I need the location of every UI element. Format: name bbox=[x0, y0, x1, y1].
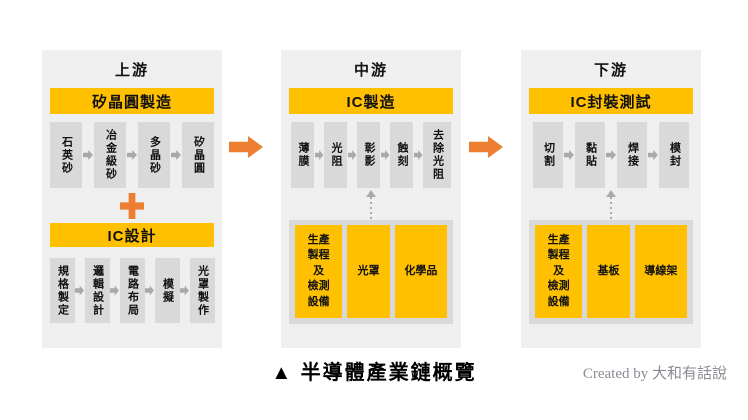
supply-equipment: 生產 製程 及 檢測 設備 bbox=[535, 225, 583, 318]
flow-arrow-icon bbox=[314, 150, 324, 160]
supply-leadframe: 導線架 bbox=[634, 225, 687, 318]
supply-container-midstream: 生產 製程 及 檢測 設備 光罩 化學品 bbox=[289, 220, 453, 324]
supply-chemicals: 化學品 bbox=[394, 225, 447, 318]
flow-arrow-icon bbox=[75, 285, 84, 296]
step-thin-film: 薄膜 bbox=[291, 122, 314, 188]
plus-icon bbox=[120, 193, 144, 219]
panel-upstream: 上游 矽晶圓製造 石英砂 冶金級砂 多晶砂 矽晶圓 IC設計 規格製定 邏輯設計… bbox=[42, 50, 222, 348]
credit-text: Created by 大和有話說 bbox=[582, 366, 727, 382]
step-etch: 蝕刻 bbox=[390, 122, 413, 188]
dotted-arrow-line bbox=[370, 197, 372, 220]
flow-arrow-icon bbox=[83, 150, 93, 160]
flow-arrow-icon bbox=[380, 150, 390, 160]
diagram-caption: ▲ 半導體產業鏈概覽 bbox=[271, 362, 477, 384]
flow-ic-manufacturing: 薄膜 光阻 彰影 蝕刻 去除光阻 bbox=[286, 122, 456, 188]
step-metallurgical-grade-silicon: 冶金級砂 bbox=[94, 122, 126, 188]
banner-ic-manufacturing: IC製造 bbox=[289, 88, 453, 114]
panel-midstream: 中游 IC製造 薄膜 光阻 彰影 蝕刻 去除光阻 生產 製程 及 檢測 設備 光… bbox=[281, 50, 461, 348]
flow-arrow-icon bbox=[564, 150, 574, 160]
step-spec-definition: 規格製定 bbox=[49, 258, 75, 323]
step-circuit-layout: 電路布局 bbox=[119, 258, 145, 323]
dotted-arrow-head bbox=[366, 190, 376, 197]
step-polysilicon: 多晶砂 bbox=[138, 122, 170, 188]
flow-ic-packaging: 切割 黏貼 焊接 模封 bbox=[526, 122, 696, 188]
banner-ic-design: IC設計 bbox=[50, 223, 214, 247]
panel-title-downstream: 下游 bbox=[593, 62, 628, 79]
flow-arrow-icon bbox=[413, 150, 423, 160]
step-quartz-sand: 石英砂 bbox=[50, 122, 82, 188]
step-photomask-production: 光罩製作 bbox=[189, 258, 215, 323]
stage-arrow-icon bbox=[229, 136, 263, 158]
step-silicon-wafer: 矽晶圓 bbox=[182, 122, 214, 188]
step-develop: 彰影 bbox=[357, 122, 380, 188]
banner-ic-packaging-testing: IC封裝測試 bbox=[529, 88, 693, 114]
panel-downstream: 下游 IC封裝測試 切割 黏貼 焊接 模封 生產 製程 及 檢測 設備 基板 導… bbox=[521, 50, 701, 348]
step-logic-design: 邏輯設計 bbox=[84, 258, 110, 323]
stage-arrow-icon bbox=[469, 136, 503, 158]
step-die-attach: 黏貼 bbox=[575, 122, 605, 188]
step-photoresist: 光阻 bbox=[324, 122, 347, 188]
step-strip-photoresist: 去除光阻 bbox=[423, 122, 451, 188]
flow-ic-design: 規格製定 邏輯設計 電路布局 模擬 光罩製作 bbox=[47, 258, 217, 323]
panel-title-midstream: 中游 bbox=[353, 62, 388, 79]
dotted-arrow-line bbox=[610, 197, 612, 220]
flow-arrow-icon bbox=[648, 150, 658, 160]
supply-container-downstream: 生產 製程 及 檢測 設備 基板 導線架 bbox=[529, 220, 693, 324]
supply-photomask: 光罩 bbox=[347, 225, 390, 318]
supply-equipment: 生產 製程 及 檢測 設備 bbox=[295, 225, 343, 318]
flow-arrow-icon bbox=[171, 150, 181, 160]
banner-silicon-wafer-manufacturing: 矽晶圓製造 bbox=[50, 88, 214, 114]
flow-arrow-icon bbox=[606, 150, 616, 160]
dotted-up-arrow-icon bbox=[366, 190, 376, 220]
step-simulation: 模擬 bbox=[154, 258, 180, 323]
dotted-up-arrow-icon bbox=[606, 190, 616, 220]
flow-arrow-icon bbox=[180, 285, 189, 296]
flow-arrow-icon bbox=[127, 150, 137, 160]
dotted-arrow-head bbox=[606, 190, 616, 197]
panel-title-upstream: 上游 bbox=[114, 62, 149, 79]
flow-arrow-icon bbox=[347, 150, 357, 160]
flow-arrow-icon bbox=[110, 285, 119, 296]
flow-wafer-manufacturing: 石英砂 冶金級砂 多晶砂 矽晶圓 bbox=[47, 122, 217, 188]
step-bonding: 焊接 bbox=[617, 122, 647, 188]
flow-arrow-icon bbox=[145, 285, 154, 296]
supply-substrate: 基板 bbox=[587, 225, 630, 318]
step-molding: 模封 bbox=[659, 122, 689, 188]
step-dicing: 切割 bbox=[533, 122, 563, 188]
